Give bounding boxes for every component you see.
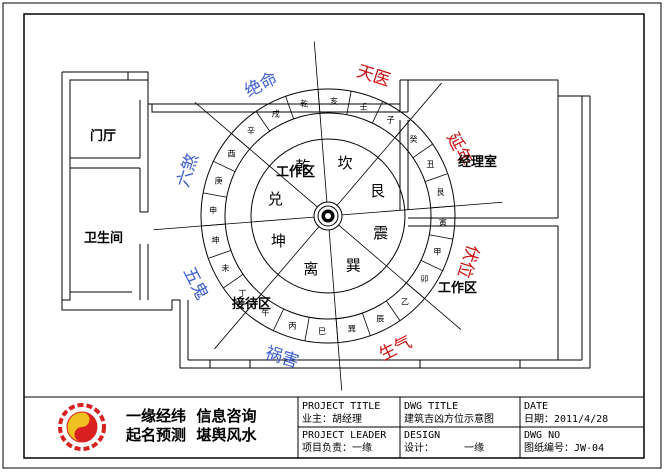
trigram-sector-line <box>341 201 503 216</box>
mountain-label: 壬 <box>360 102 368 112</box>
mountain-label: 乾 <box>300 99 308 109</box>
trigram-sector-line <box>153 216 315 231</box>
slogan-line-2: 起名预测 堪舆风水 <box>125 426 257 444</box>
mountain-label: 巳 <box>318 327 326 336</box>
dwg-title-label: DWG TITLE <box>404 401 458 412</box>
mountain-label: 寅 <box>439 217 447 227</box>
mountain-divider <box>203 192 227 198</box>
trigram-label: 兑 <box>268 190 283 208</box>
mountain-ring: 壬子癸丑艮寅甲卯乙辰巽巳丙午丁未坤申庚酉辛戌乾亥 <box>209 96 447 336</box>
dwg-no-label: DWG NO <box>524 430 560 441</box>
project-title-label: PROJECT TITLE <box>302 401 380 412</box>
project-leader-label: PROJECT LEADER <box>302 430 387 441</box>
mountain-divider <box>223 274 244 289</box>
mountain-divider <box>386 300 401 321</box>
mountain-divider <box>424 173 448 182</box>
date-value: 日期：2011/4/28 <box>524 413 608 425</box>
mountain-divider <box>255 111 270 132</box>
trigram-sector-line <box>194 102 318 208</box>
mountain-label: 丑 <box>426 160 434 169</box>
trigram-label: 巽 <box>346 256 361 274</box>
room-label-work-area-right: 工作区 <box>438 280 477 296</box>
trigram-sector-line <box>336 82 442 206</box>
mountain-divider <box>272 308 285 331</box>
star-label: 绝命 <box>242 68 281 101</box>
design-value: 设计： 一缘 <box>404 441 484 454</box>
trigram-sector-line <box>214 226 320 350</box>
title-block <box>23 396 645 459</box>
mountain-label: 庚 <box>215 175 223 185</box>
mountain-divider <box>208 250 232 259</box>
room-label-manager: 经理室 <box>458 154 497 170</box>
mountain-divider <box>429 234 453 240</box>
trigram-label: 乾 <box>295 158 310 176</box>
trigram-label: 坤 <box>271 232 286 250</box>
taiji-logo <box>58 403 106 451</box>
trigram-sector-line <box>313 41 328 203</box>
star-label: 天医 <box>354 61 393 91</box>
design-label: DESIGN <box>404 430 440 441</box>
trigram-sector-line <box>328 229 343 391</box>
mountain-label: 卯 <box>420 275 428 284</box>
trigram-label: 离 <box>303 260 318 278</box>
mountain-divider <box>346 91 352 115</box>
star-label: 伏位 <box>453 242 483 281</box>
mountain-label: 子 <box>387 116 395 125</box>
mountain-label: 辰 <box>376 314 384 323</box>
mountain-label: 癸 <box>409 134 417 144</box>
mountain-divider <box>371 101 384 124</box>
room-label-bathroom: 卫生间 <box>84 230 123 246</box>
mountain-label: 亥 <box>330 96 338 106</box>
room-label-lobby: 门厅 <box>90 128 116 144</box>
mountain-label: 丙 <box>288 321 296 330</box>
mountain-label: 甲 <box>433 248 441 257</box>
mountain-divider <box>362 312 371 336</box>
mountain-divider <box>412 143 433 158</box>
trigram-label: 艮 <box>370 182 385 200</box>
mountain-label: 巽 <box>348 324 356 333</box>
dwg-no-value: 图纸编号：JW-04 <box>524 441 604 454</box>
date-label: DATE <box>524 401 548 412</box>
mountain-label: 未 <box>222 263 230 273</box>
mountain-label: 坤 <box>212 235 220 245</box>
room-label-reception: 接待区 <box>232 296 271 312</box>
star-label: 五鬼 <box>179 264 212 303</box>
mountain-label: 酉 <box>228 149 236 158</box>
compass-rings <box>200 88 456 344</box>
mountain-label: 乙 <box>401 297 409 306</box>
mountain-label: 艮 <box>436 188 444 197</box>
slogan-line-1: 一缘经纬 信息咨询 <box>126 407 256 425</box>
room-label-work-area-top: 工作区 <box>276 164 315 180</box>
project-title-value: 业主：胡经理 <box>302 412 362 425</box>
mountain-divider <box>304 317 310 341</box>
floor-plan-walls <box>61 71 591 369</box>
mountain-divider <box>285 96 294 120</box>
mountain-label: 午 <box>261 307 269 317</box>
trigram-label: 震 <box>373 224 388 242</box>
star-label: 六煞 <box>173 151 203 190</box>
sector-lines <box>153 41 503 391</box>
mountain-divider <box>420 259 443 272</box>
dwg-title-value: 建筑吉凶方位示意图 <box>404 412 494 425</box>
mountain-label: 戌 <box>272 109 280 119</box>
mountain-label: 申 <box>209 205 217 215</box>
mountain-label: 丁 <box>239 289 247 298</box>
trigram-label: 坎 <box>338 154 353 172</box>
mountain-divider <box>213 160 236 173</box>
mountain-label: 辛 <box>247 126 255 136</box>
project-leader-value: 项目负责：一缘 <box>302 441 372 454</box>
trigram-sector-line <box>338 224 462 330</box>
